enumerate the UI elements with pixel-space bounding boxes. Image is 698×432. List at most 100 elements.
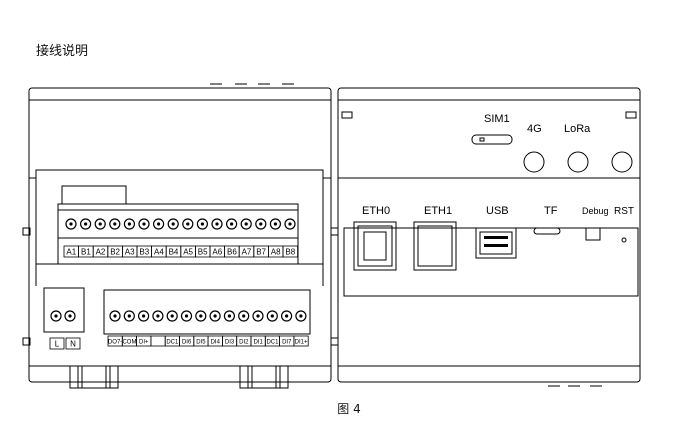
terminal-screw-center [54,314,58,318]
terminal-screw [209,310,221,322]
terminal-screw-center [299,314,303,318]
terminal-screw [123,310,135,322]
terminal-label: DI4 [211,340,221,346]
top-terminal-screws [65,218,296,230]
sim-label: SIM1 [484,113,510,125]
terminal-label: A7 [242,248,252,257]
terminal-label: A2 [96,248,106,257]
terminal-screw-center [170,314,174,318]
terminal-screw [180,310,193,322]
terminal-label: B8 [285,248,295,257]
terminal-screw-center [200,222,204,226]
terminal-label: B1 [81,248,91,257]
antenna-lora-label: LoRa [564,123,591,135]
terminal-screw-center [227,314,231,318]
terminal-label: A5 [183,248,193,257]
port-eth0-label: ETH0 [362,205,390,217]
bottom-terminal-screws [109,310,307,322]
terminal-screw [269,218,281,230]
terminal-screw-center [199,314,203,318]
terminal-label: DI1 [253,340,263,346]
terminal-screw [64,310,76,322]
terminal-screw [182,218,194,230]
terminal-screw [238,310,250,322]
terminal-screw-center [69,222,73,226]
power-terminal-screws [50,310,76,322]
terminal-label: B4 [169,248,179,257]
terminal-screw [255,218,267,230]
terminal-screw-center [273,222,277,226]
terminal-label: A4 [154,248,164,257]
terminal-screw-center [142,222,146,226]
terminal-screw-center [256,314,260,318]
terminal-screw [226,218,238,230]
terminal-screw [166,310,178,322]
terminal-screw-center [171,222,175,226]
terminal-screw [123,218,135,230]
terminal-label: DI+ [139,340,149,346]
terminal-label: B7 [256,248,266,257]
terminal-screw-center [68,314,72,318]
terminal-label: A6 [212,248,222,257]
terminal-screw [240,218,252,230]
terminal-screw [167,218,179,230]
terminal-screw-center [242,314,246,318]
page-title: 接线说明 [36,44,89,59]
terminal-label: DI5 [196,340,206,346]
terminal-screw-center [285,314,289,318]
left-module [22,83,339,389]
terminal-label: B6 [227,248,237,257]
terminal-screw-center [127,222,131,226]
port-debug-label: Debug [582,206,609,216]
port-usb-label: USB [486,205,509,217]
terminal-screw-center [156,314,160,318]
terminal-screw [281,310,293,322]
terminal-screw [94,218,106,230]
terminal-label-cell [293,335,309,347]
terminal-screw [266,310,278,322]
terminal-label: DC1 [166,340,179,346]
terminal-label: B5 [198,248,208,257]
terminal-screw-center [142,314,146,318]
figure-caption: 图 4 [337,402,361,416]
terminal-screw [50,310,62,322]
terminal-screw [211,218,223,230]
terminal-screw-center [84,222,88,226]
terminal-label: DI6 [182,340,192,346]
terminal-screw [79,218,92,230]
terminal-screw [284,218,296,230]
terminal-screw [195,310,207,322]
terminal-label: DI1+ [295,340,308,346]
terminal-screw [295,310,307,322]
terminal-screw [196,218,208,230]
terminal-screw [252,310,264,322]
terminal-label: B2 [110,248,120,257]
terminal-screw-center [184,314,189,318]
terminal-label: DC1 [266,340,279,346]
terminal-screw-center [113,314,117,318]
terminal-screw-center [113,222,117,226]
terminal-label: A1 [66,248,76,257]
terminal-label: COM [122,340,136,346]
terminal-screw [138,218,150,230]
terminal-screw [152,310,164,322]
terminal-screw-center [186,222,190,226]
terminal-label-cell [49,337,65,350]
terminal-screw-center [244,222,248,226]
terminal-label: A8 [271,248,281,257]
terminal-screw [109,310,121,322]
terminal-label: L [55,340,60,349]
antenna-4g-label: 4G [527,123,542,135]
terminal-screw-center [157,222,161,226]
port-eth1-label: ETH1 [424,205,452,217]
terminal-label: B3 [139,248,149,257]
port-rst-label: RST [614,206,634,217]
right-module [337,87,641,387]
terminal-screw-center [215,222,219,226]
terminal-label-cell [150,335,166,347]
terminal-screw-center [98,222,102,226]
usb-pins [484,236,508,247]
